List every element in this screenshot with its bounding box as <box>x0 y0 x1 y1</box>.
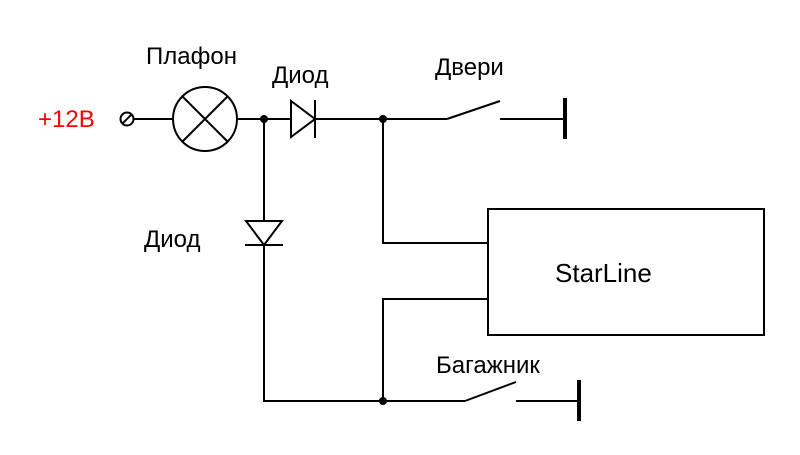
diode-left-label: Диод <box>144 226 200 253</box>
wire-diode-left-trunk <box>263 245 465 402</box>
doors-switch <box>446 98 567 139</box>
trunk-switch <box>464 380 581 421</box>
starline-module <box>487 208 765 336</box>
power-label: +12В <box>38 106 95 133</box>
lamp-label: Плафон <box>146 43 237 70</box>
diode-top-symbol <box>290 99 317 139</box>
junction-dot-trunk <box>379 397 387 405</box>
lamp-symbol <box>172 86 238 152</box>
diode-top-label: Диод <box>272 62 328 89</box>
wire-doors-starline <box>382 119 488 244</box>
wire-trunk-starline <box>382 298 488 401</box>
diode-left-symbol <box>244 220 284 247</box>
starline-label: StarLine <box>555 258 652 288</box>
doors-label: Двери <box>435 54 504 81</box>
trunk-label: Багажник <box>436 352 540 379</box>
power-terminal <box>119 111 135 127</box>
